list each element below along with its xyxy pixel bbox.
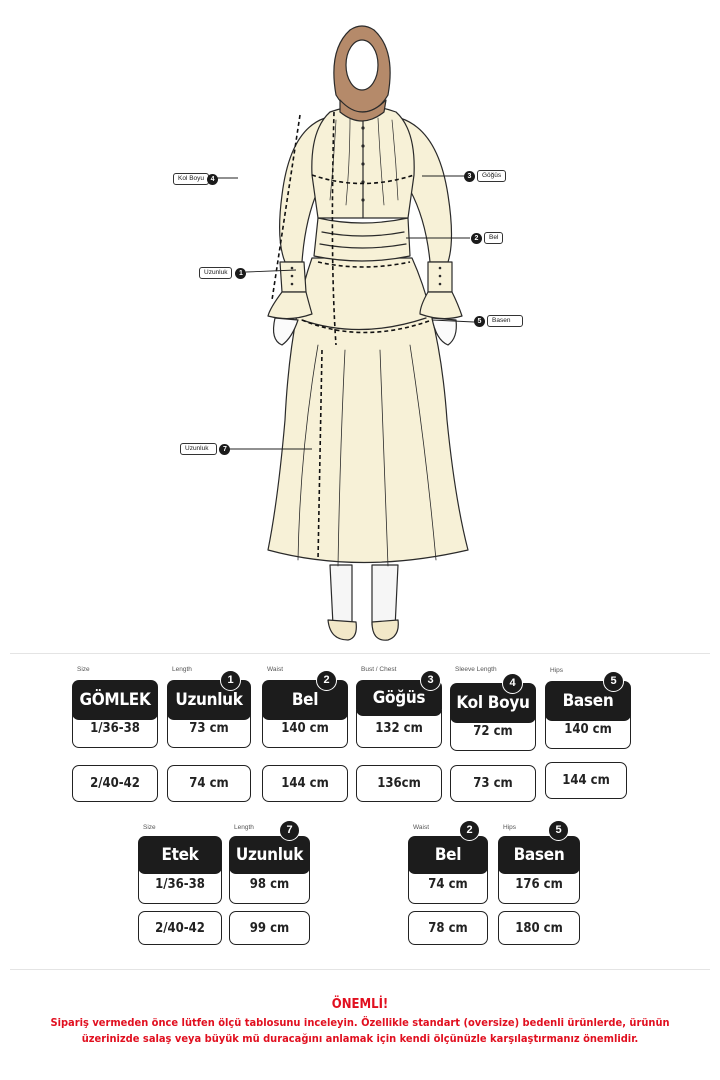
table-cell: 132 cm <box>356 710 442 748</box>
column-caption: Bust / Chest <box>361 666 397 673</box>
callout-label: Uzunluk <box>199 267 233 279</box>
callout-label: Göğüs <box>477 170 507 182</box>
table-cell: 99 cm <box>229 911 310 945</box>
callout-number: 3 <box>464 170 475 182</box>
measure-badge: 2 <box>459 820 480 841</box>
table-cell: 180 cm <box>498 911 580 945</box>
callout-number: 2 <box>471 232 482 244</box>
column-caption: Sleeve Length <box>455 666 497 673</box>
column-caption: Waist <box>413 824 430 831</box>
callout-number: 5 <box>474 315 485 327</box>
measure-badge: 5 <box>548 820 569 841</box>
column-caption: Length <box>172 666 192 673</box>
measure-badge: 4 <box>502 673 523 694</box>
measure-badge: 7 <box>279 820 300 841</box>
table-cell: 74 cm <box>167 765 251 802</box>
divider <box>10 969 710 970</box>
column-header: Basen <box>498 836 580 874</box>
notice-title: ÖNEMLİ! <box>331 997 389 1012</box>
dress-illustration <box>212 25 475 641</box>
table-cell: 2/40-42 <box>138 911 222 945</box>
table-cell: 78 cm <box>408 911 488 945</box>
callout-label: Kol Boyu <box>173 173 210 185</box>
measure-badge: 5 <box>603 671 624 692</box>
column-header: Kol Boyu <box>450 683 536 723</box>
divider <box>10 653 710 654</box>
table-cell: 144 cm <box>262 765 348 802</box>
callout-number: 7 <box>219 443 231 455</box>
callout-kol-boyu: Kol Boyu 4 <box>173 173 219 185</box>
callout-label: Bel <box>484 232 504 244</box>
column-caption: Hips <box>503 824 517 831</box>
measure-badge: 3 <box>420 670 441 691</box>
column-caption: Length <box>234 824 254 831</box>
table-cell: 73 cm <box>450 765 536 802</box>
callout-label: Uzunluk <box>180 443 218 455</box>
column-header: Etek <box>138 836 222 874</box>
column-caption: Hips <box>550 667 564 674</box>
table-cell: 136cm <box>356 765 442 802</box>
callout-gogus: 3 Göğüs <box>464 170 507 182</box>
column-caption: Waist <box>267 666 284 673</box>
column-caption: Size <box>143 824 156 831</box>
measure-badge: 1 <box>220 670 241 691</box>
table-cell: 2/40-42 <box>72 765 158 802</box>
callout-uzunluk-skirt: Uzunluk 7 <box>180 443 231 455</box>
callout-number: 4 <box>207 173 219 185</box>
callout-bel: 2 Bel <box>471 232 504 244</box>
column-header: GÖMLEK <box>72 680 158 720</box>
column-caption: Size <box>77 666 90 673</box>
table-cell: 144 cm <box>545 762 627 799</box>
callout-basen: 5 Basen <box>474 315 524 327</box>
measure-badge: 2 <box>316 670 337 691</box>
column-header: Bel <box>408 836 488 874</box>
callout-number: 1 <box>235 267 247 279</box>
column-header: Uzunluk <box>229 836 310 874</box>
notice-text: Sipariş vermeden önce lütfen ölçü tablos… <box>50 1016 670 1045</box>
callout-uzunluk-top: Uzunluk 1 <box>199 267 247 279</box>
callout-label: Basen <box>487 315 524 327</box>
